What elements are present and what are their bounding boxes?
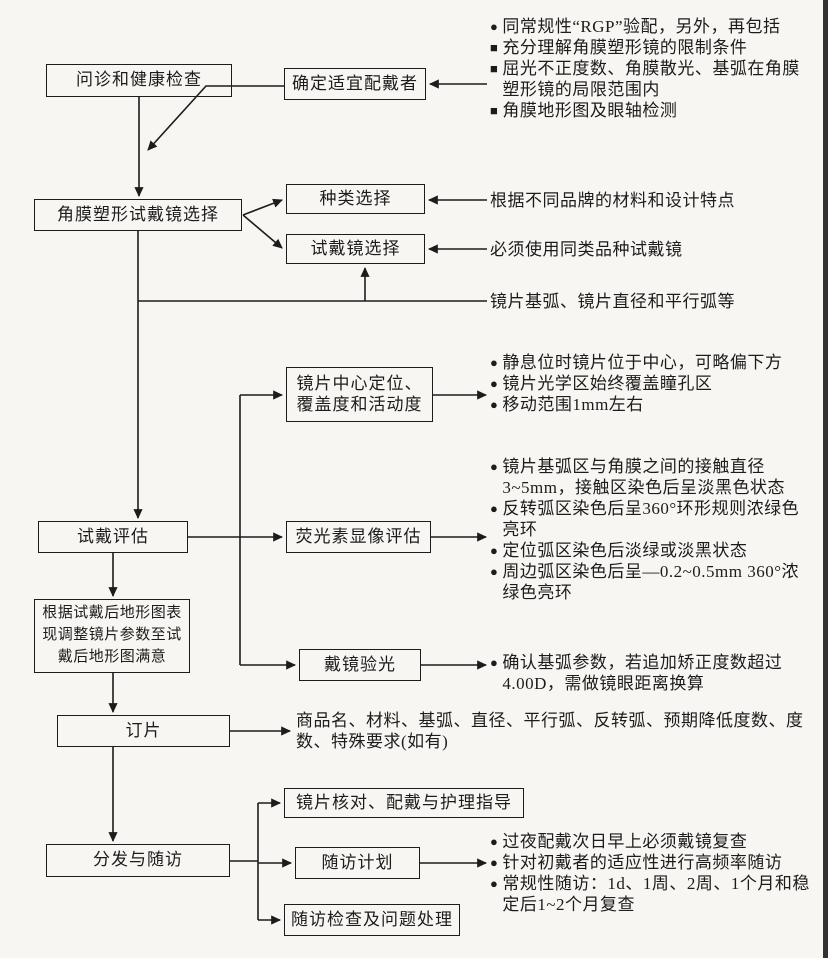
note-text: 屈光不正度数、角膜散光、基弧在角膜塑形镜的局限范围内 (502, 59, 800, 99)
node-centration: 镜片中心定位、覆盖度和活动度 (286, 367, 433, 422)
note-over-refraction: ● 确认基弧参数，若追加矫正度数超过4.00D，需做镜眼距离换算 (490, 652, 812, 694)
note-text: 针对初戴者的适应性进行高频率随访 (502, 853, 783, 872)
note-text: 常规性随访：1d、1周、2周、1个月和稳定后1~2个月复查 (502, 874, 810, 914)
note-item: ● 镜片光学区始终覆盖瞳孔区 (490, 373, 812, 394)
note-item: ● 定位弧区染色后淡绿或淡黑状态 (490, 540, 812, 561)
note-rgp-criteria: ● 同常规性“RGP”验配，另外，再包括 ■ 充分理解角膜塑形镜的限制条件 ■ … (490, 16, 812, 121)
note-item: ● 镜片基弧区与角膜之间的接触直径3~5mm，接触区染色后呈淡黑色状态 (490, 456, 812, 498)
node-trial-lens-selection: 角膜塑形试戴镜选择 (34, 199, 242, 231)
bullet-dot-icon: ● (490, 355, 499, 370)
node-followup-check: 随访检查及问题处理 (284, 904, 460, 936)
note-item: ● 移动范围1mm左右 (490, 394, 812, 415)
note-text: 同常规性“RGP”验配，另外，再包括 (502, 17, 781, 36)
bullet-dot-icon: ● (490, 564, 499, 579)
note-order-details: 商品名、材料、基弧、直径、平行弧、反转弧、预期降低度数、度数、特殊要求(如有) (296, 711, 804, 751)
note-item: ● 常规性随访：1d、1周、2周、1个月和稳定后1~2个月复查 (490, 873, 812, 915)
note-text: 镜片基弧区与角膜之间的接触直径3~5mm，接触区染色后呈淡黑色状态 (502, 457, 786, 497)
note-brand-design: 根据不同品牌的材料和设计特点 (490, 191, 735, 210)
bullet-dot-icon: ● (490, 876, 499, 891)
node-interview: 问诊和健康检查 (46, 64, 232, 97)
note-text: 移动范围1mm左右 (502, 395, 644, 414)
connector-lens-selection-to-trial (242, 214, 283, 249)
note-item: ● 同常规性“RGP”验配，另外，再包括 (490, 16, 812, 37)
bullet-dot-icon: ● (490, 397, 499, 412)
note-item: ● 确认基弧参数，若追加矫正度数超过4.00D，需做镜眼距离换算 (490, 652, 812, 694)
node-type-selection: 种类选择 (286, 184, 425, 214)
node-lens-verify-guidance: 镜片核对、配戴与护理指导 (284, 788, 524, 818)
note-text: 镜片光学区始终覆盖瞳孔区 (502, 374, 713, 393)
node-order-lens: 订片 (57, 715, 230, 747)
note-item: ● 针对初戴者的适应性进行高频率随访 (490, 852, 812, 873)
note-text: 角膜地形图及眼轴检测 (502, 101, 678, 120)
note-base-curve-diameter: 镜片基弧、镜片直径和平行弧等 (490, 292, 735, 311)
node-trial-evaluation: 试戴评估 (38, 521, 188, 553)
node-adjust-parameters: 根据试戴后地形图表现调整镜片参数至试戴后地形图满意 (34, 599, 190, 673)
bullet-dot-icon: ● (490, 459, 499, 474)
note-lens-position: ● 静息位时镜片位于中心，可略偏下方 ● 镜片光学区始终覆盖瞳孔区 ● 移动范围… (490, 352, 812, 415)
node-fluorescein-eval: 荧光素显像评估 (286, 521, 431, 553)
node-dispense-followup: 分发与随访 (46, 844, 230, 877)
connector-lens-selection-to-type (242, 198, 283, 216)
bullet-dot-icon: ● (490, 655, 499, 670)
connector-suitable-to-mainline (147, 85, 284, 151)
bullet-square-icon: ■ (490, 103, 499, 118)
note-text: 周边弧区染色后呈—0.2~0.5mm 360°浓绿色亮环 (502, 562, 800, 602)
note-fluorescein-pattern: ● 镜片基弧区与角膜之间的接触直径3~5mm，接触区染色后呈淡黑色状态 ● 反转… (490, 456, 812, 603)
bullet-dot-icon: ● (490, 19, 499, 34)
bullet-dot-icon: ● (490, 376, 499, 391)
note-text: 过夜配戴次日早上必须戴镜复查 (502, 832, 748, 851)
note-item: ■ 屈光不正度数、角膜散光、基弧在角膜塑形镜的局限范围内 (490, 58, 812, 100)
note-text: 确认基弧参数，若追加矫正度数超过4.00D，需做镜眼距离换算 (502, 653, 783, 693)
node-suitable-wearer: 确定适宜配戴者 (284, 68, 426, 100)
node-over-refraction: 戴镜验光 (299, 649, 421, 681)
bullet-dot-icon: ● (490, 543, 499, 558)
note-item: ● 静息位时镜片位于中心，可略偏下方 (490, 352, 812, 373)
note-item: ■ 充分理解角膜塑形镜的限制条件 (490, 37, 812, 58)
note-text: 充分理解角膜塑形镜的限制条件 (502, 38, 748, 57)
bullet-square-icon: ■ (490, 40, 499, 55)
bullet-square-icon: ■ (490, 61, 499, 76)
note-item: ● 周边弧区染色后呈—0.2~0.5mm 360°浓绿色亮环 (490, 561, 812, 603)
node-followup-plan: 随访计划 (295, 847, 420, 879)
note-item: ● 过夜配戴次日早上必须戴镜复查 (490, 831, 812, 852)
note-item: ● 反转弧区染色后呈360°环形规则浓绿色亮环 (490, 498, 812, 540)
scan-page-edge (823, 0, 828, 958)
bullet-dot-icon: ● (490, 855, 499, 870)
note-text: 反转弧区染色后呈360°环形规则浓绿色亮环 (502, 499, 800, 539)
note-text: 定位弧区染色后淡绿或淡黑状态 (502, 541, 748, 560)
note-same-type-trial: 必须使用同类品种试戴镜 (490, 240, 683, 259)
note-followup-schedule: ● 过夜配戴次日早上必须戴镜复查 ● 针对初戴者的适应性进行高频率随访 ● 常规… (490, 831, 812, 915)
bullet-dot-icon: ● (490, 501, 499, 516)
bullet-dot-icon: ● (490, 834, 499, 849)
note-item: ■ 角膜地形图及眼轴检测 (490, 100, 812, 121)
node-trial-lens-choice: 试戴镜选择 (286, 234, 425, 264)
note-text: 静息位时镜片位于中心，可略偏下方 (502, 353, 783, 372)
